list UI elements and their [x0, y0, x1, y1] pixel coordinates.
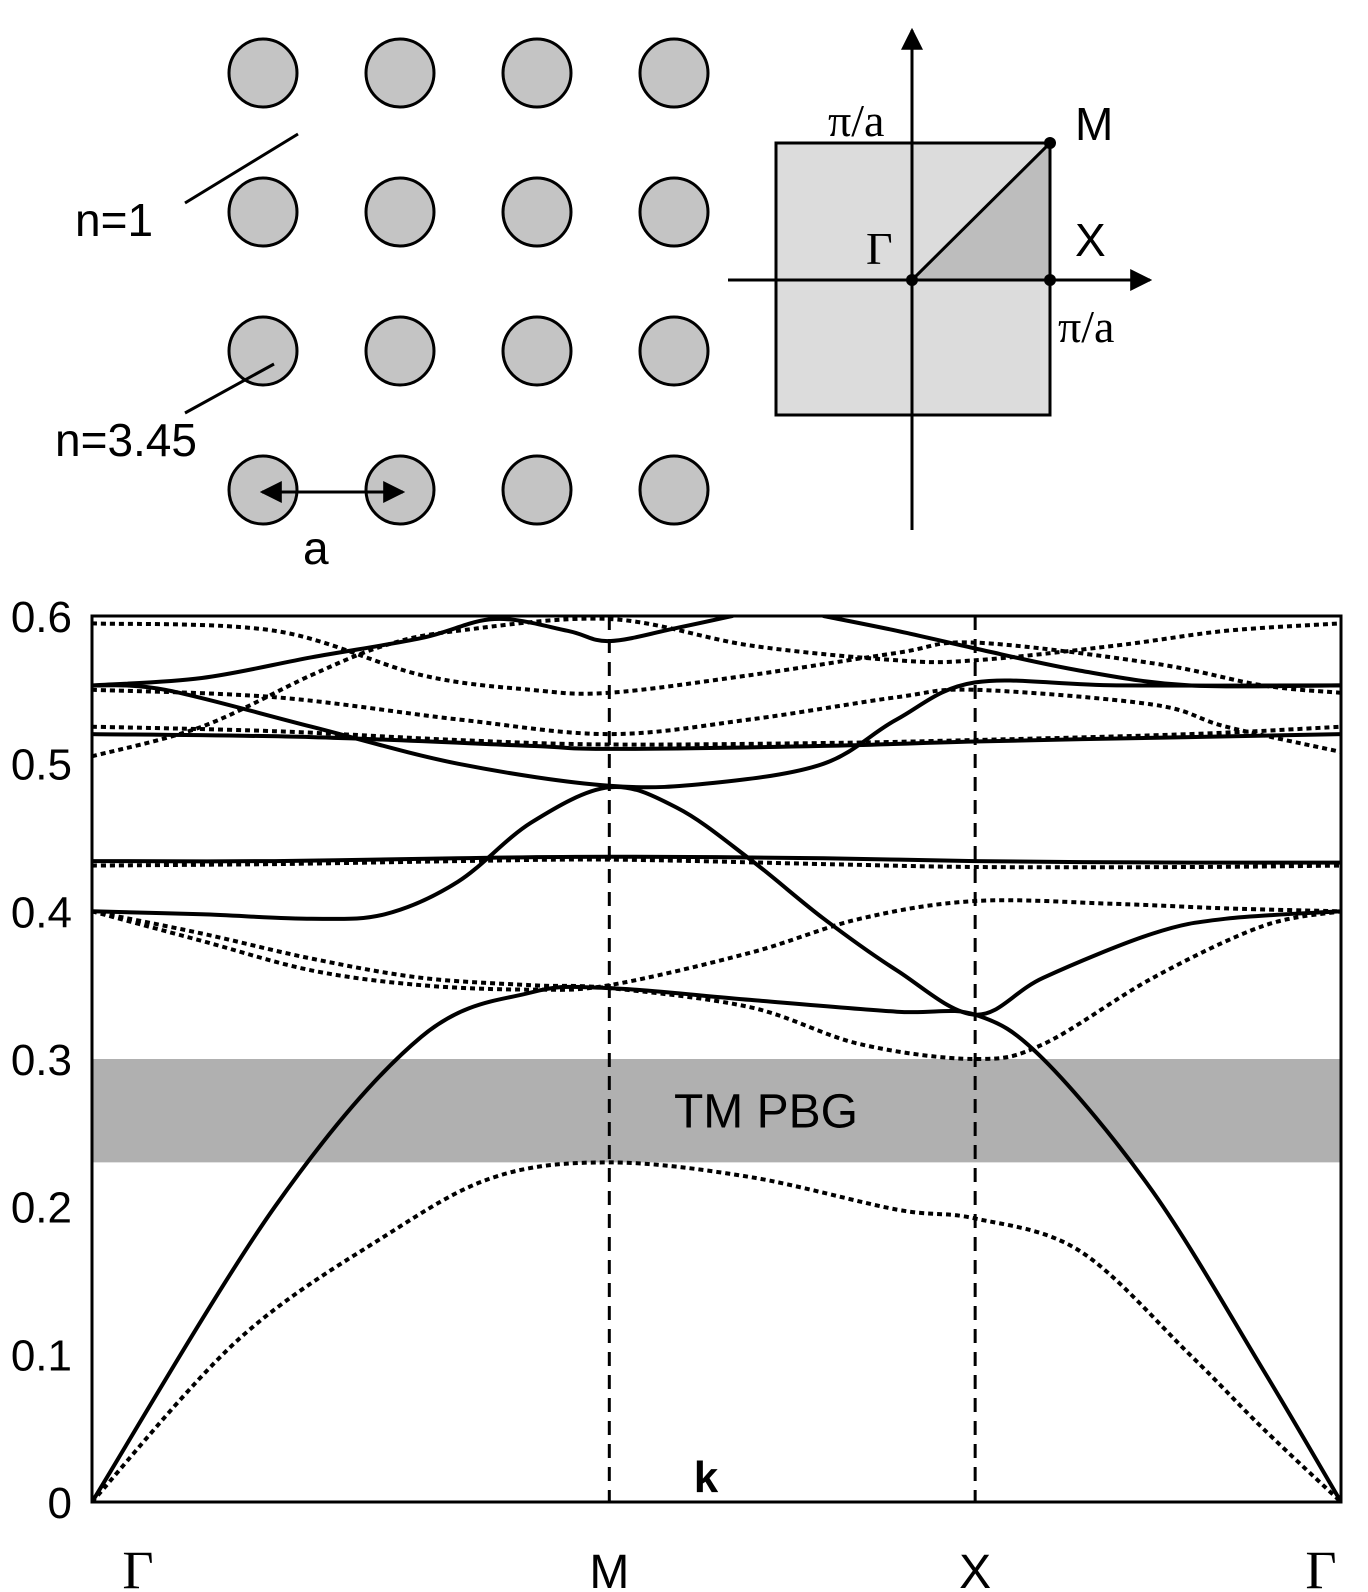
rod-lattice: [227, 37, 710, 526]
x-tick-label: M: [589, 1546, 629, 1592]
band-gap-region: [92, 1059, 1341, 1163]
dielectric-rod: [638, 37, 710, 109]
y-tick-label: 0.4: [11, 888, 72, 937]
dielectric-rod: [638, 454, 710, 526]
te-band-10: [92, 898, 1341, 992]
tm-band-4: [92, 732, 1341, 751]
dielectric-rod: [501, 176, 573, 248]
dielectric-rod: [227, 454, 299, 526]
y-tick-label: 0: [48, 1479, 72, 1528]
dielectric-rod: [227, 37, 299, 109]
dielectric-rod: [227, 315, 299, 387]
lattice-spacing-label: a: [303, 522, 329, 574]
te-band-8: [92, 1160, 1341, 1502]
te-band-12: [92, 724, 1341, 747]
tm-band-3: [92, 854, 1341, 865]
dielectric-rod: [364, 315, 436, 387]
dielectric-rod: [501, 37, 573, 109]
gamma-point: [906, 274, 918, 286]
plot-frame: [90, 614, 1343, 1504]
y-tick-label: 0.6: [11, 593, 72, 642]
y-tick-label: 0.2: [11, 1184, 72, 1233]
gamma-m-path: [910, 141, 1052, 282]
band-gap-label: TM PBG: [674, 1086, 858, 1139]
dielectric-rod: [227, 176, 299, 248]
te-band-9: [92, 909, 1341, 1061]
band-diagram: TM PBG 0 0.1 0.2 0.3 0.4 0.5 0.6 Γ M X Γ k: [11, 593, 1343, 1592]
dielectric-rod: [364, 37, 436, 109]
m-label: M: [1075, 98, 1113, 150]
x-tick-label: X: [959, 1546, 991, 1592]
te-band-13: [92, 687, 1341, 754]
tm-band-6: [92, 616, 735, 688]
kx-limit-label: π/a: [1058, 301, 1114, 352]
dielectric-rod: [364, 454, 436, 526]
y-tick-label: 0.1: [11, 1331, 72, 1380]
rod-index-leader: [184, 362, 275, 415]
te-band-14: [92, 616, 1341, 759]
tm-band-7: [821, 616, 1341, 689]
tm-band-5: [92, 678, 1341, 790]
te-band-15: [92, 621, 1341, 696]
background-index-label: n=1: [75, 194, 153, 246]
y-tick-label: 0.5: [11, 741, 72, 790]
dielectric-rod: [501, 454, 573, 526]
te-band-11: [92, 857, 1341, 870]
x-label: X: [1075, 214, 1106, 266]
y-tick-label: 0.3: [11, 1036, 72, 1085]
dielectric-rod: [638, 315, 710, 387]
x-axis-label: k: [694, 1453, 719, 1502]
tm-band-1: [92, 984, 1341, 1502]
x-tick-label: Γ: [122, 1540, 153, 1592]
m-point: [1044, 137, 1056, 149]
gamma-label: Γ: [866, 223, 893, 274]
dielectric-rod: [364, 176, 436, 248]
dielectric-rod: [501, 315, 573, 387]
ky-limit-label: π/a: [828, 95, 884, 146]
background-index-leader: [184, 132, 299, 205]
x-point: [1044, 274, 1056, 286]
dielectric-rod: [638, 176, 710, 248]
tm-band-2: [92, 784, 1341, 1017]
rod-index-label: n=3.45: [55, 414, 197, 466]
x-tick-label: Γ: [1305, 1540, 1336, 1592]
